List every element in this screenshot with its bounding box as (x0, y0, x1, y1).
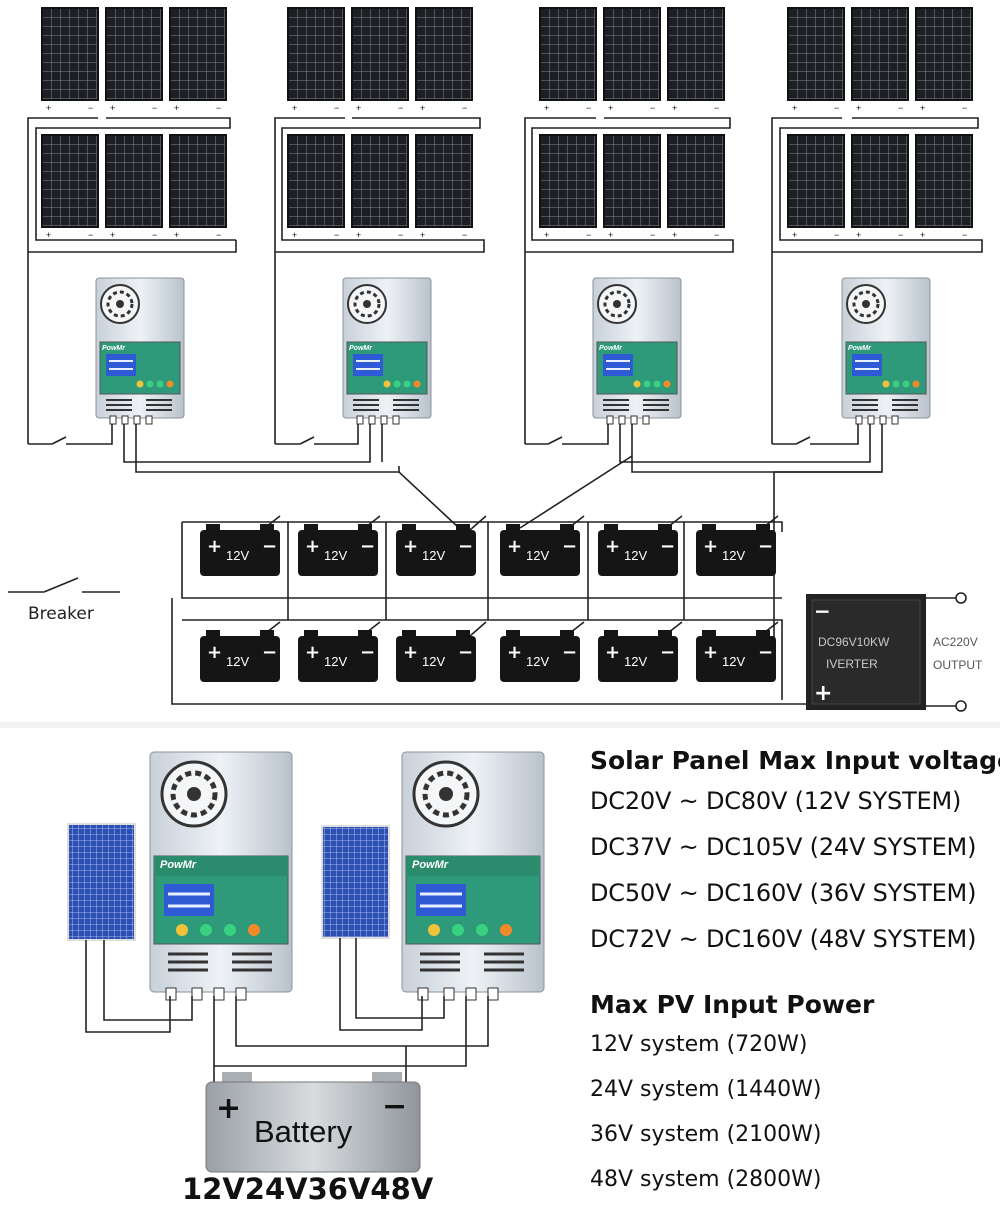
inverter-output-line1: AC220V (933, 635, 978, 649)
battery-label: 12V (422, 548, 445, 563)
inverter-plus: + (814, 681, 832, 706)
breaker-label: Breaker (28, 604, 94, 624)
system-voltages: 12V24V36V48V (182, 1172, 434, 1206)
battery-plus: + (216, 1091, 241, 1126)
battery-block: + − Battery (205, 1072, 421, 1173)
power-row: 12V system (720W) (590, 1032, 808, 1057)
breaker-symbol (8, 577, 120, 593)
inverter-type: IVERTER (826, 657, 878, 671)
solar-panel-blue (321, 825, 390, 939)
battery-minus: − (382, 1089, 407, 1124)
voltage-row: DC37V ~ DC105V (24V SYSTEM) (590, 833, 977, 861)
voltage-row: DC72V ~ DC160V (48V SYSTEM) (590, 925, 977, 953)
voltage-row: DC20V ~ DC80V (12V SYSTEM) (590, 787, 962, 815)
inverter-minus: − (814, 599, 831, 623)
solar-array-group (41, 7, 973, 241)
voltage-row: DC50V ~ DC160V (36V SYSTEM) (590, 879, 977, 907)
spec-panel: Solar Panel Max Input voltage DC20V ~ DC… (590, 744, 1000, 1202)
power-title: Max PV Input Power (590, 990, 875, 1019)
controller-brand-1: PowMr (102, 345, 126, 352)
controller-brand-3: PowMr (599, 345, 623, 352)
solar-panel-blue (67, 823, 136, 941)
power-row: 48V system (2800W) (590, 1167, 822, 1192)
controller-brand-large-1: PowMr (160, 859, 197, 871)
charge-controller-large (150, 752, 292, 1000)
battery-label: 12V (324, 654, 347, 669)
battery-label-large: Battery (254, 1114, 353, 1149)
battery-label: 12V (526, 548, 549, 563)
power-row: 36V system (2100W) (590, 1122, 822, 1147)
battery-label: 12V (226, 654, 249, 669)
controller-brand-4: PowMr (848, 345, 872, 352)
battery-label: 12V (624, 654, 647, 669)
battery-label: 12V (722, 548, 745, 563)
inverter-model: DC96V10KW (818, 635, 890, 649)
battery-label: 12V (324, 548, 347, 563)
charge-controller-large (402, 752, 544, 1000)
battery-label: 12V (526, 654, 549, 669)
battery-label: 12V (422, 654, 445, 669)
battery-label: 12V (226, 548, 249, 563)
voltage-title: Solar Panel Max Input voltage (590, 746, 1000, 775)
battery-label: 12V (624, 548, 647, 563)
inverter: − + DC96V10KW IVERTER (806, 594, 926, 710)
controller-brand-large-2: PowMr (412, 859, 449, 871)
battery-bank: 12V 12V 12V 12V 12V 12V 12V 12V 12V 12V … (200, 524, 776, 682)
battery-label: 12V (722, 654, 745, 669)
controller-brand-2: PowMr (349, 345, 373, 352)
inverter-output-line2: OUTPUT (933, 658, 983, 672)
power-row: 24V system (1440W) (590, 1077, 822, 1102)
